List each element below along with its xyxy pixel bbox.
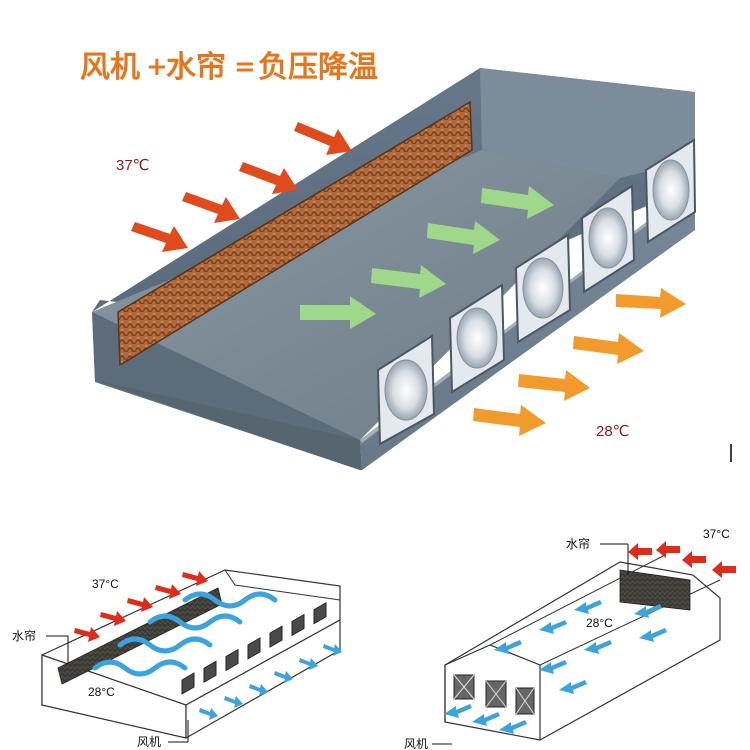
left-fan-label: 风机 <box>137 735 161 749</box>
left-curtain-label: 水帘 <box>12 628 36 643</box>
main-temp-in: 37℃ <box>116 157 150 174</box>
right-temp-inside: 28°C <box>586 616 613 630</box>
title-part3: 负压降温 <box>258 50 378 85</box>
orange-arrow-3 <box>573 333 644 364</box>
orange-arrow-1 <box>473 405 546 436</box>
hot-arrow-1 <box>131 222 188 252</box>
left-diagram: 37°C 28°C 水帘 风机 <box>12 570 342 749</box>
main-greenhouse: 37℃ 28℃ <box>92 68 731 470</box>
title: 风机 + 水帘 = 负压降温 <box>80 50 378 85</box>
hot-arrow-2 <box>182 192 240 223</box>
right-temp-in: 37°C <box>703 527 730 541</box>
hot-arrow-4 <box>294 122 352 155</box>
title-plus: + <box>146 52 168 82</box>
title-equals: = <box>234 52 256 82</box>
title-part1: 风机 <box>80 50 140 85</box>
right-curtain-label: 水帘 <box>566 536 590 551</box>
right-fan-label: 风机 <box>404 737 428 750</box>
orange-arrow-2 <box>518 370 590 401</box>
main-temp-out: 28℃ <box>596 423 630 440</box>
hot-arrow-3 <box>239 162 298 194</box>
right-diagram: 37°C 28°C 水帘 风机 <box>404 527 736 750</box>
left-temp-in: 37°C <box>92 577 119 591</box>
left-temp-out: 28°C <box>88 685 115 699</box>
orange-arrow-4 <box>616 288 686 318</box>
title-part2: 水帘 <box>166 50 226 85</box>
